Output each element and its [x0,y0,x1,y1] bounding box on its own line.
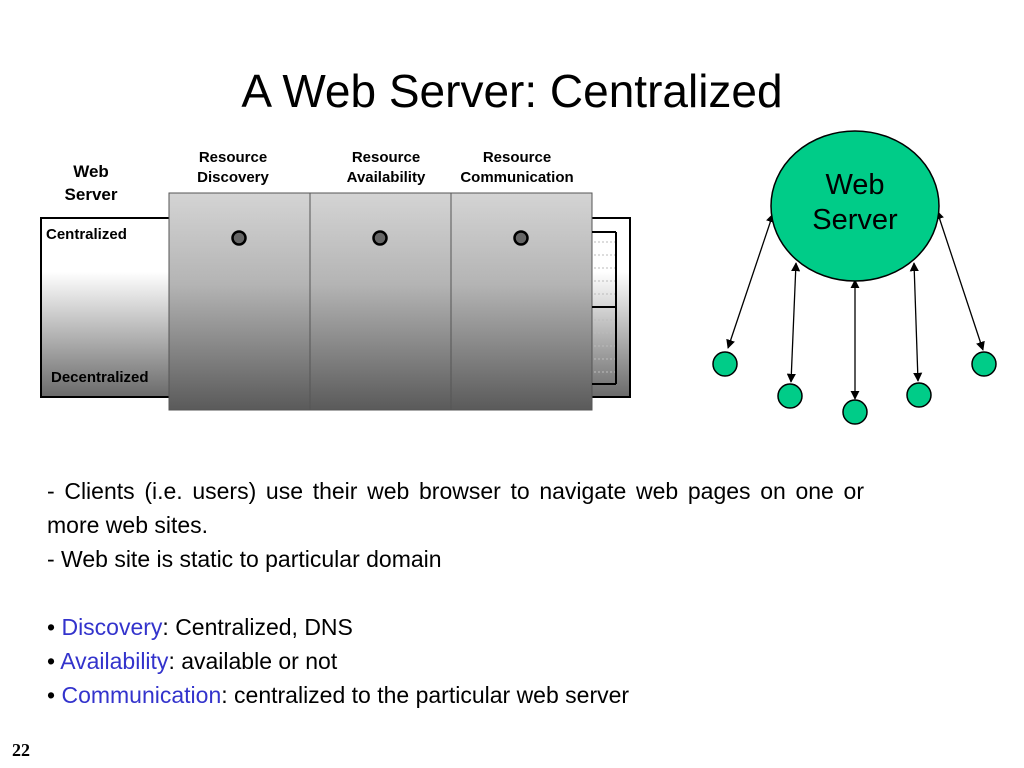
term-communication: Communication [61,682,222,708]
bullet-glyph: • [47,648,56,674]
paragraph-clients: - Clients (i.e. users) use their web bro… [47,478,864,538]
column-panel-availability [309,192,452,411]
scale-ruler [592,231,617,385]
web-server-label-line: Web [825,169,885,201]
row-heading-line: Server [64,185,118,204]
column-heading-discovery: Resource Discovery [163,148,303,188]
row-heading-line: Web [73,162,109,181]
marker-communication [513,230,529,246]
column-heading-line: Discovery [197,169,269,186]
column-heading-line: Resource [482,149,552,166]
arrow-link [935,210,985,351]
arrow-link [786,262,801,383]
web-server-label: Web Server [771,168,939,238]
client-node [842,399,868,425]
column-heading-line: Resource [351,149,421,166]
slide-title: A Web Server: Centralized [241,64,783,117]
client-node [712,351,738,377]
label-centralized: Centralized [46,226,127,243]
client-node [777,383,803,409]
bullet-availability: • Availability: available or not [47,644,864,678]
arrow-link [909,262,923,382]
bullet-text: : available or not [168,648,338,674]
bullet-text: : centralized to the particular web serv… [221,682,630,708]
spacer [47,576,864,610]
client-node [906,382,932,408]
column-panel-discovery [168,192,311,411]
column-heading-line: Communication [460,169,574,186]
term-availability: Availability [60,648,169,674]
column-heading-communication: Resource Communication [447,148,587,188]
page-number: 22 [12,740,30,760]
label-decentralized: Decentralized [51,369,149,386]
term-discovery: Discovery [61,614,163,640]
column-heading-availability: Resource Availability [316,148,456,188]
column-heading-line: Availability [346,169,426,186]
row-heading: Web Server [50,160,132,206]
bullet-discovery: • Discovery: Centralized, DNS [47,610,864,644]
column-heading-line: Resource [198,149,268,166]
web-server-node [770,130,940,282]
slide-body: - Clients (i.e. users) use their web bro… [47,474,864,712]
marker-discovery [231,230,247,246]
bullet-text: : Centralized, DNS [162,614,353,640]
column-panel-communication [450,192,593,411]
marker-availability [372,230,388,246]
client-node [971,351,997,377]
paragraph-static-site: - Web site is static to particular domai… [47,546,442,572]
bullet-glyph: • [47,682,56,708]
bullet-communication: • Communication: centralized to the part… [47,678,864,712]
web-server-label-line: Server [812,204,898,236]
bullet-glyph: • [47,614,56,640]
arrow-link [726,213,775,349]
